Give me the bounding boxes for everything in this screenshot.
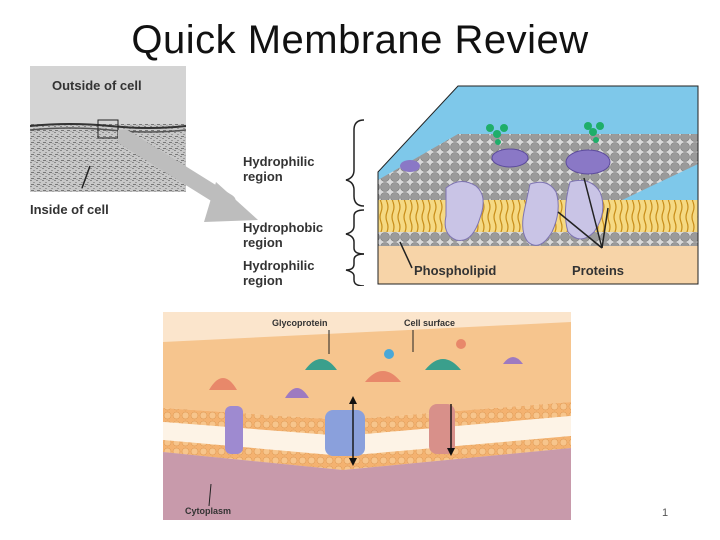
outside-cell-label: Outside of cell (52, 78, 142, 93)
hydrophilic-top-label: Hydrophilic region (243, 154, 315, 184)
membrane-3d-illustration (163, 312, 571, 520)
region-braces (345, 119, 365, 286)
hydrophobic-label: Hydrophobic region (243, 220, 324, 250)
proteins-label: Proteins (572, 263, 625, 278)
inside-cell-label: Inside of cell (30, 202, 109, 217)
cytoplasm-label: Cytoplasm (185, 506, 232, 516)
slide-title: Quick Membrane Review (131, 18, 589, 62)
glycoprotein-label: Glycoprotein (272, 318, 328, 328)
cell-surface-label: Cell surface (404, 318, 456, 328)
bilayer-block (377, 85, 699, 285)
phospholipid-label: Phospholipid (414, 263, 497, 278)
page-number: 1 (662, 507, 669, 519)
hydrophilic-bottom-label: Hydrophilic region (243, 258, 315, 288)
zoom-arrow (118, 130, 258, 222)
